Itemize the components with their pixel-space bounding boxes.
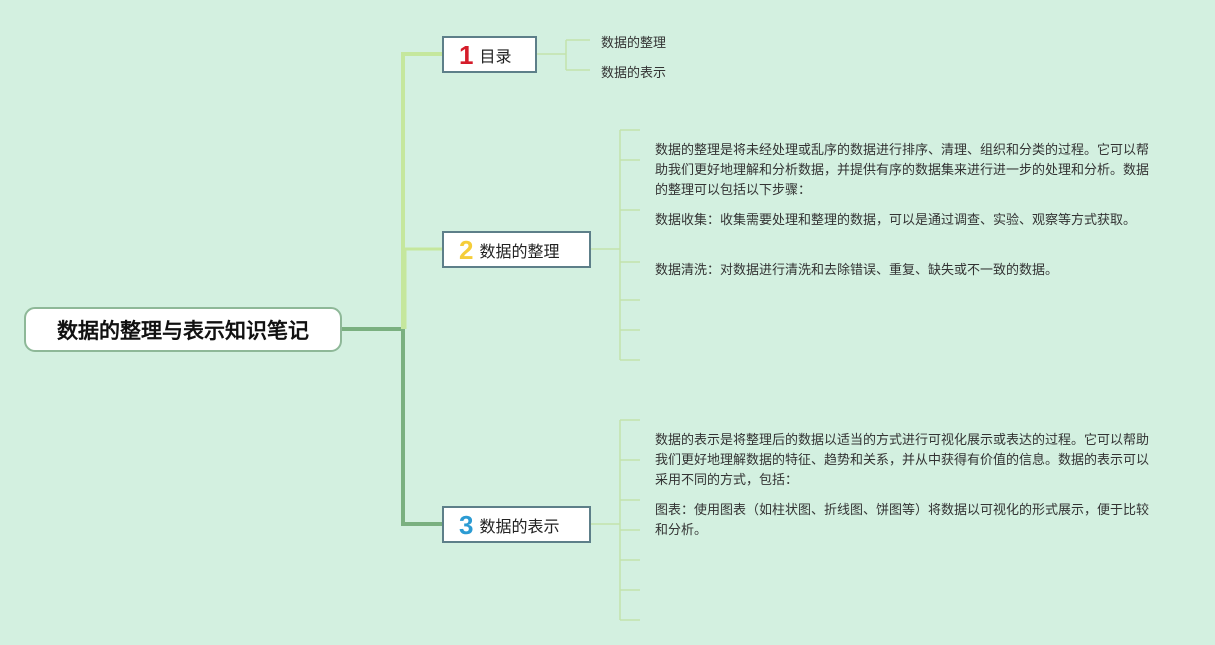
topic-number-1: 1 — [459, 39, 474, 70]
topic-3-leaf-lines — [591, 419, 640, 621]
branch-topic-2 — [403, 247, 442, 329]
toc-item-2[interactable]: 数据的表示 — [601, 66, 667, 81]
organize-paragraph-2: 数据收集：收集需要处理和整理的数据，可以是通过调查、实验、观察等方式获取。 — [655, 213, 1137, 228]
root-node[interactable]: 数据的整理与表示知识笔记 — [24, 307, 342, 352]
root-title: 数据的整理与表示知识笔记 — [57, 318, 309, 343]
topic-label-1: 目录 — [479, 46, 512, 66]
toc-item-1[interactable]: 数据的整理 — [601, 36, 667, 51]
topic-node-3[interactable]: 3 数据的表示 — [442, 506, 591, 543]
topic-label-2: 数据的整理 — [479, 241, 560, 261]
represent-paragraph-1: 数据的表示是将整理后的数据以适当的方式进行可视化展示或表达的过程。它可以帮助我们… — [655, 433, 1150, 488]
topic-node-2[interactable]: 2 数据的整理 — [442, 231, 591, 268]
branch-topic-3 — [401, 329, 442, 526]
topic-number-2: 2 — [459, 234, 474, 265]
topic-label-3: 数据的表示 — [479, 516, 560, 536]
topic-node-1[interactable]: 1 目录 — [442, 36, 537, 73]
organize-paragraph-1: 数据的整理是将未经处理或乱序的数据进行排序、清理、组织和分类的过程。它可以帮助我… — [655, 143, 1150, 198]
represent-paragraph-2: 图表：使用图表（如柱状图、折线图、饼图等）将数据以可视化的形式展示，便于比较和分… — [655, 503, 1150, 538]
topic-2-leaf-lines — [591, 129, 640, 361]
organize-paragraph-3: 数据清洗：对数据进行清洗和去除错误、重复、缺失或不一致的数据。 — [655, 263, 1059, 278]
branch-topic-1 — [401, 52, 442, 329]
topic-1-leaf-lines — [537, 39, 590, 71]
topic-number-3: 3 — [459, 509, 474, 540]
